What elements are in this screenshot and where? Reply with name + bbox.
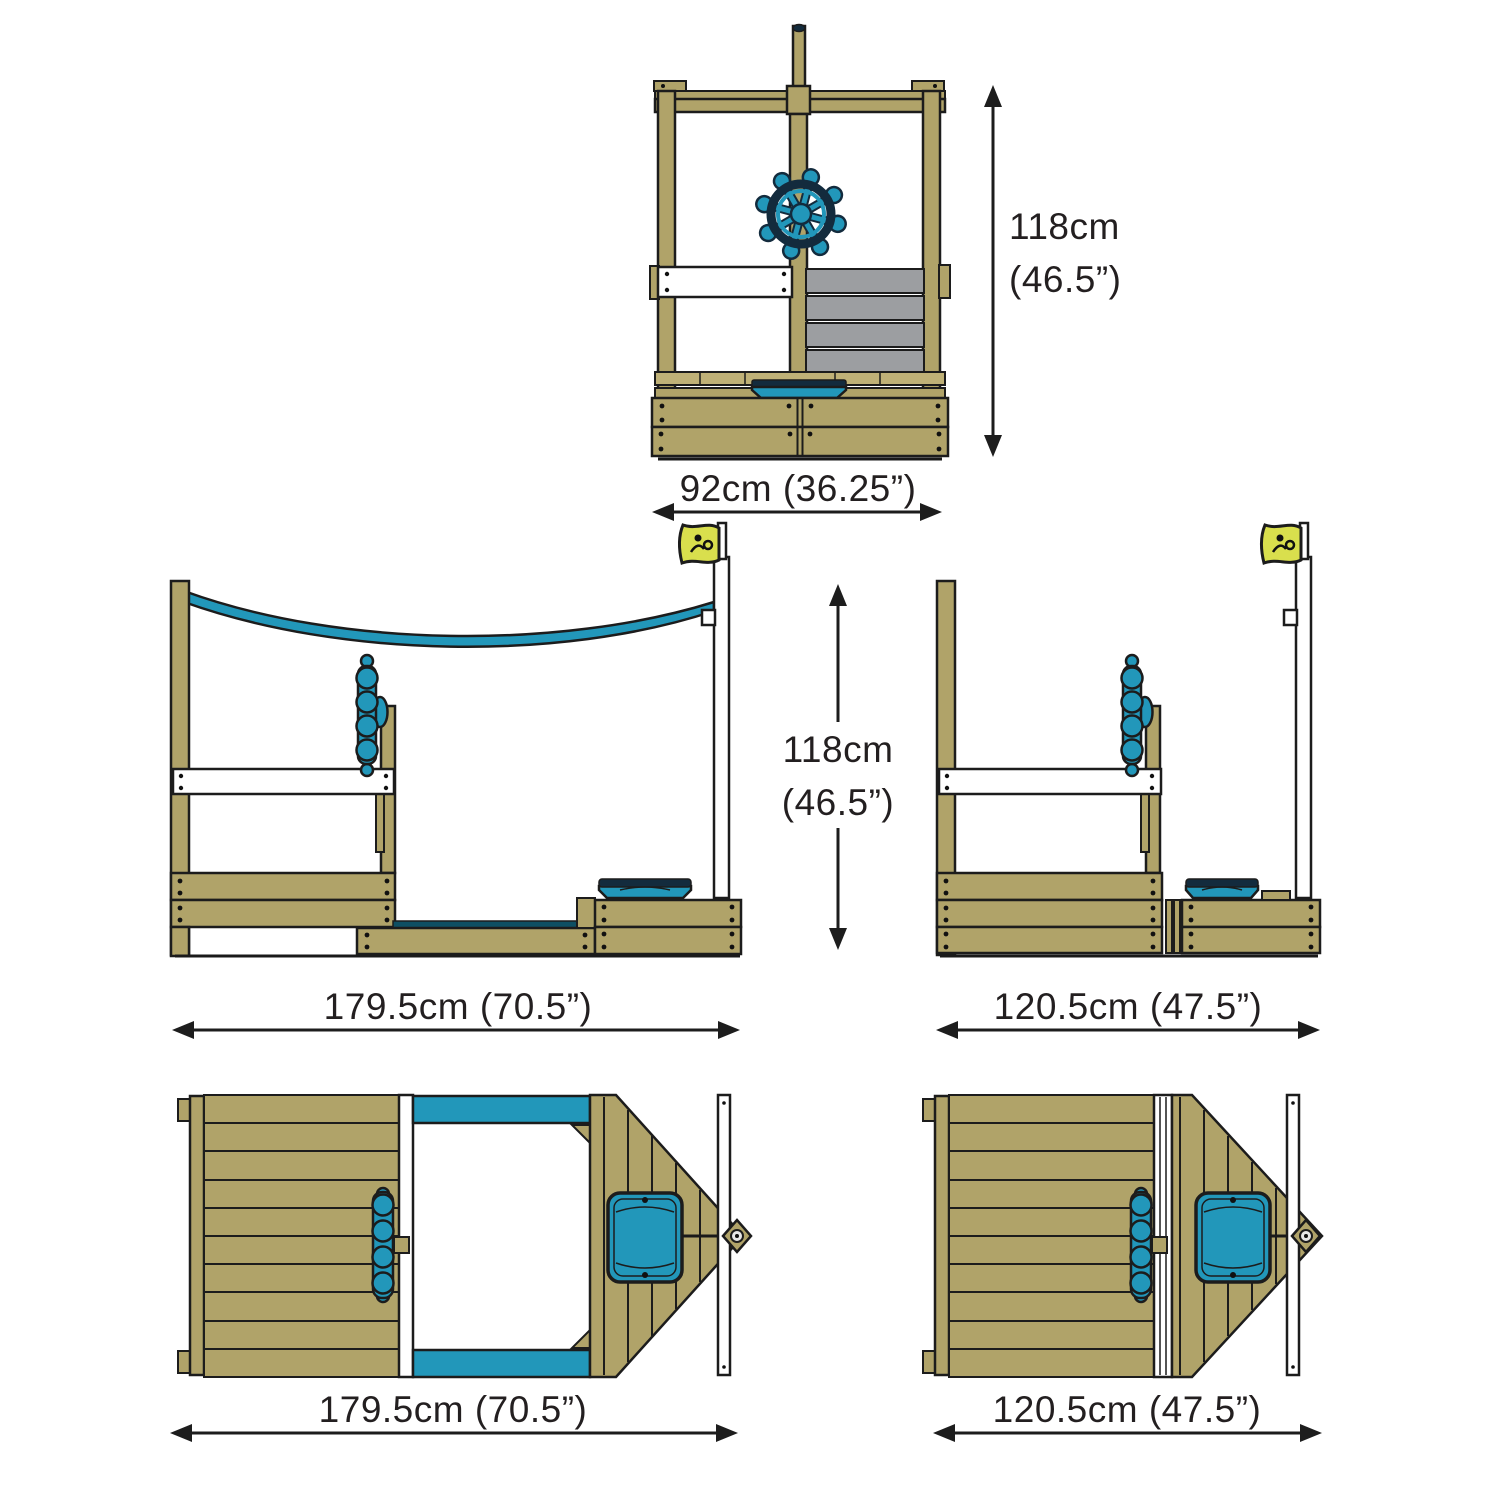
plan-long-width-label: 179.5cm (70.5”) <box>318 1389 588 1430</box>
pirate-brand-flag-icon <box>678 523 721 565</box>
water-tub-top <box>1194 1191 1272 1284</box>
canopy-shade <box>182 589 716 649</box>
ship-wheel-icon <box>755 168 847 260</box>
plan-short-width-dimension-arrow <box>933 1424 1322 1442</box>
pirate-brand-flag-icon <box>1260 523 1303 565</box>
side-height-in: (46.5”) <box>781 782 895 823</box>
water-tub-top <box>606 1191 684 1284</box>
bow-pulley-icon <box>721 1218 753 1254</box>
side-short-width-dimension-arrow <box>936 1021 1320 1039</box>
plan-view-long <box>177 1093 753 1379</box>
front-width-label: 92cm (36.25”) <box>679 468 917 509</box>
side-height-dimension-arrow <box>829 584 847 950</box>
side-long-width-dimension-arrow <box>172 1021 740 1039</box>
side-height-label: 118cm (46.5”) <box>782 723 894 829</box>
side-elevation-long-view <box>169 521 743 958</box>
front-height-label: 118cm (46.5”) <box>1009 200 1121 306</box>
water-tub <box>1184 878 1260 900</box>
ship-wheel-side-icon <box>355 653 389 778</box>
ship-wheel-top-icon <box>371 1186 410 1304</box>
front-width-dimension-arrow <box>652 503 942 521</box>
side-height-cm: 118cm <box>782 729 894 770</box>
side-long-width-label: 179.5cm (70.5”) <box>323 986 593 1027</box>
front-height-in: (46.5”) <box>1009 259 1122 300</box>
side-short-width-label: 120.5cm (47.5”) <box>993 986 1263 1027</box>
plan-long-width-dimension-arrow <box>170 1424 738 1442</box>
front-height-dimension-arrow <box>984 85 1002 457</box>
bow-pulley-icon <box>1290 1218 1322 1254</box>
plan-view-short <box>922 1093 1324 1379</box>
ship-wheel-top-icon <box>1129 1186 1168 1304</box>
plan-short-width-label: 120.5cm (47.5”) <box>992 1389 1262 1430</box>
side-elevation-short-view <box>935 521 1322 958</box>
water-tub <box>597 878 693 900</box>
ship-wheel-side-icon <box>1120 653 1154 778</box>
front-height-cm: 118cm <box>1009 206 1120 247</box>
front-elevation-view <box>649 23 951 461</box>
water-tub <box>750 379 848 400</box>
